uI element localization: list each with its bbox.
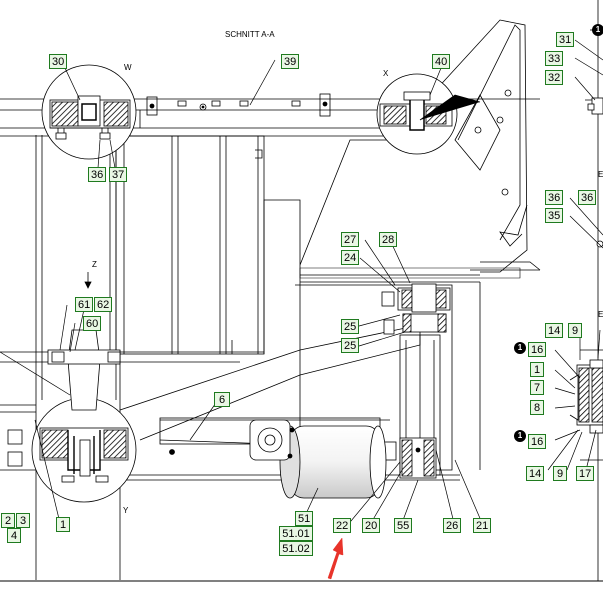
callout-31[interactable]: 32 <box>545 70 563 85</box>
reference-badge: 1 <box>592 24 603 36</box>
callout-39[interactable]: 35 <box>545 208 563 223</box>
callout-16-lower[interactable]: 16 <box>528 434 546 449</box>
callout-51-01[interactable]: 51.01 <box>279 526 313 541</box>
callout-51-02[interactable]: 51.02 <box>279 541 313 556</box>
upper-bushing <box>381 283 451 335</box>
z-arrow <box>84 272 92 289</box>
callout-9-upper[interactable]: 9 <box>568 323 582 338</box>
detail-circle-w <box>41 64 137 160</box>
callout-26[interactable]: 27 <box>341 232 359 247</box>
leader-lines <box>0 39 603 528</box>
right-detail-parts <box>587 97 603 248</box>
callout-36-top[interactable]: 40 <box>432 54 450 69</box>
callout-1-right[interactable]: 1 <box>530 362 544 377</box>
callout-22[interactable]: 22 <box>333 518 351 533</box>
callout-8[interactable]: 8 <box>530 400 544 415</box>
callout-51[interactable]: 51 <box>295 511 313 526</box>
callout-4[interactable]: 4 <box>7 528 21 543</box>
detail-letter-y: Y <box>123 506 129 515</box>
callout-20[interactable]: 20 <box>362 518 380 533</box>
detail-circle-x <box>376 73 481 155</box>
callout-6[interactable]: 6 <box>214 392 230 407</box>
callout-40[interactable]: 36 <box>545 190 563 205</box>
detail-letter-x: X <box>383 69 389 78</box>
detail-letter-w: W <box>124 63 132 72</box>
callout-14-lower[interactable]: 14 <box>526 466 544 481</box>
callout-24[interactable]: 25 <box>341 338 359 353</box>
callout-62[interactable]: 62 <box>94 297 112 312</box>
callout-32[interactable]: 36 <box>88 167 106 182</box>
callout-17[interactable]: 17 <box>576 466 594 481</box>
hydraulic-cylinder <box>249 419 387 499</box>
callout-27[interactable]: 28 <box>379 232 397 247</box>
callout-3[interactable]: 3 <box>16 513 30 528</box>
section-title: SCHNITT A-A <box>225 30 275 39</box>
callout-16-upper[interactable]: 16 <box>528 342 546 357</box>
callout-55[interactable]: 55 <box>394 518 412 533</box>
callout-37[interactable]: 33 <box>545 51 563 66</box>
reference-badge: 1 <box>514 342 526 354</box>
callout-35[interactable]: 39 <box>281 54 299 69</box>
callout-21[interactable]: 21 <box>473 518 491 533</box>
callout-1[interactable]: 1 <box>56 517 70 532</box>
detail-letter-e-2: E <box>598 310 603 319</box>
callout-30[interactable]: 30 <box>49 54 67 69</box>
reference-badge: 1 <box>514 430 526 442</box>
red-pointer-arrow <box>327 537 344 580</box>
callout-7[interactable]: 7 <box>530 380 544 395</box>
detail-letter-e-1: E <box>598 170 603 179</box>
callout-23[interactable]: 24 <box>341 250 359 265</box>
callout-36-right[interactable]: 36 <box>578 190 596 205</box>
right-detail-section <box>569 359 603 434</box>
detail-circle-y <box>7 329 137 503</box>
callout-28[interactable]: 31 <box>556 32 574 47</box>
callout-25-lower[interactable]: 26 <box>443 518 461 533</box>
direction-letter-z: Z <box>92 260 97 269</box>
callout-25-upper[interactable]: 25 <box>341 319 359 334</box>
callout-61[interactable]: 61 <box>75 297 93 312</box>
callout-60[interactable]: 60 <box>83 316 101 331</box>
callout-33[interactable]: 37 <box>109 167 127 182</box>
lower-bushing <box>377 437 437 479</box>
callout-14-upper[interactable]: 14 <box>545 323 563 338</box>
callout-2[interactable]: 2 <box>1 513 15 528</box>
callout-9-lower[interactable]: 9 <box>553 466 567 481</box>
